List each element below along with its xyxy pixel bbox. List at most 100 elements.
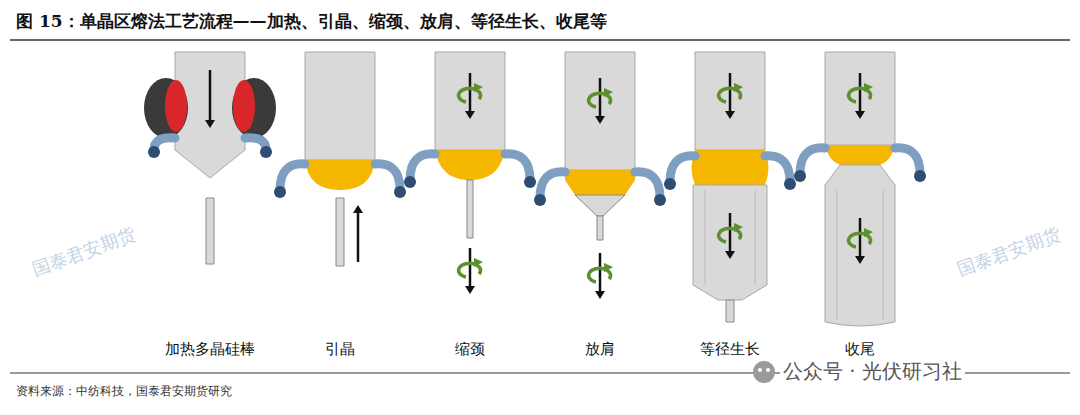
motion-arrow xyxy=(599,78,602,118)
arrow-head xyxy=(465,286,475,294)
step-label: 引晶 xyxy=(325,340,355,359)
rotation-head xyxy=(734,83,743,92)
melt-zone xyxy=(565,170,635,195)
crystal-shoulder xyxy=(575,195,625,216)
neck xyxy=(726,300,734,322)
wechat-icon-eye xyxy=(758,368,762,372)
induction-coil xyxy=(540,172,565,198)
figure-title: 图 15：单晶区熔法工艺流程——加热、引晶、缩颈、放肩、等径生长、收尾等 xyxy=(16,10,607,33)
rotation-arrow xyxy=(589,93,611,107)
melt-zone xyxy=(305,160,375,190)
rotation-head xyxy=(864,228,873,237)
rotation-head xyxy=(604,88,613,97)
coil-end xyxy=(148,146,160,158)
motion-arrow xyxy=(209,70,212,122)
brand-watermark: 国泰君安期货 xyxy=(954,222,1064,281)
brand-watermark: 国泰君安期货 xyxy=(29,222,139,281)
coil-end xyxy=(404,176,416,188)
motion-arrow xyxy=(729,213,732,253)
rotation-head xyxy=(734,223,743,232)
motion-arrow xyxy=(859,73,862,113)
motion-arrow xyxy=(357,211,360,262)
coil-end xyxy=(394,186,406,198)
crystal-edge xyxy=(883,190,884,320)
arrow-head xyxy=(855,256,865,264)
induction-coil xyxy=(635,172,660,198)
crystal-edge xyxy=(837,190,838,320)
induction-coil xyxy=(765,156,790,182)
induction-coil xyxy=(505,154,530,180)
arrow-head xyxy=(595,291,605,299)
arrow-head xyxy=(855,111,865,119)
rotation-arrow xyxy=(459,263,481,277)
induction-coil xyxy=(280,164,305,190)
heater-housing xyxy=(144,78,188,138)
neck xyxy=(597,216,603,240)
arrow-head xyxy=(465,111,475,119)
melt-zone xyxy=(825,145,895,165)
coil-end xyxy=(654,194,666,206)
rotation-head xyxy=(474,258,483,267)
arrow-head xyxy=(595,116,605,124)
wechat-icon-eye xyxy=(766,368,770,372)
induction-coil xyxy=(895,148,920,174)
rotation-head xyxy=(604,263,613,272)
coil-end xyxy=(794,170,806,182)
rotation-arrow xyxy=(719,88,741,102)
seed-crystal xyxy=(206,198,214,264)
wechat-icon xyxy=(753,361,775,383)
title-rule xyxy=(10,39,1070,41)
heating-zone xyxy=(233,80,255,132)
step-label: 加热多晶硅棒 xyxy=(165,340,255,359)
motion-arrow xyxy=(599,253,602,293)
motion-arrow xyxy=(469,73,472,113)
motion-arrow xyxy=(859,218,862,258)
induction-coil xyxy=(800,148,825,174)
coil-end xyxy=(524,176,536,188)
step-label: 等径生长 xyxy=(700,340,760,359)
single-crystal xyxy=(693,185,767,300)
motion-arrow xyxy=(729,73,732,113)
induction-coil xyxy=(670,156,695,182)
step-label: 收尾 xyxy=(845,340,875,359)
step-label: 放肩 xyxy=(585,340,615,359)
rotation-head xyxy=(864,83,873,92)
arrow-head xyxy=(725,251,735,259)
arrow-head xyxy=(205,120,215,128)
polysilicon-rod xyxy=(565,52,635,170)
step-label: 缩颈 xyxy=(455,340,485,359)
melt-zone xyxy=(435,150,505,180)
wechat-watermark: 公众号 · 光伏研习社 xyxy=(780,358,965,385)
arrow-head xyxy=(725,111,735,119)
polysilicon-rod xyxy=(435,52,505,150)
coil-end xyxy=(534,194,546,206)
polysilicon-rod xyxy=(825,52,895,145)
seed-crystal xyxy=(336,198,344,266)
coil-end xyxy=(664,178,676,190)
rotation-arrow xyxy=(849,233,871,247)
induction-coil xyxy=(375,164,400,190)
heating-zone xyxy=(165,80,187,132)
coil-end xyxy=(914,170,926,182)
arrow-head xyxy=(353,205,363,213)
heater-housing xyxy=(232,78,276,138)
melt-zone xyxy=(692,150,769,185)
motion-arrow xyxy=(469,248,472,288)
source-caption: 资料来源：中纺科技，国泰君安期货研究 xyxy=(16,383,232,400)
crystal-edge xyxy=(755,190,756,285)
neck xyxy=(467,180,473,238)
rotation-arrow xyxy=(589,268,611,282)
single-crystal xyxy=(825,165,895,326)
rotation-arrow xyxy=(719,228,741,242)
coil-end xyxy=(274,186,286,198)
induction-coil xyxy=(410,154,435,180)
rotation-arrow xyxy=(459,88,481,102)
rotation-arrow xyxy=(849,88,871,102)
coil-end xyxy=(260,146,272,158)
coil-end xyxy=(784,178,796,190)
polysilicon-rod xyxy=(695,52,765,150)
polysilicon-rod xyxy=(305,52,375,160)
rotation-head xyxy=(474,83,483,92)
